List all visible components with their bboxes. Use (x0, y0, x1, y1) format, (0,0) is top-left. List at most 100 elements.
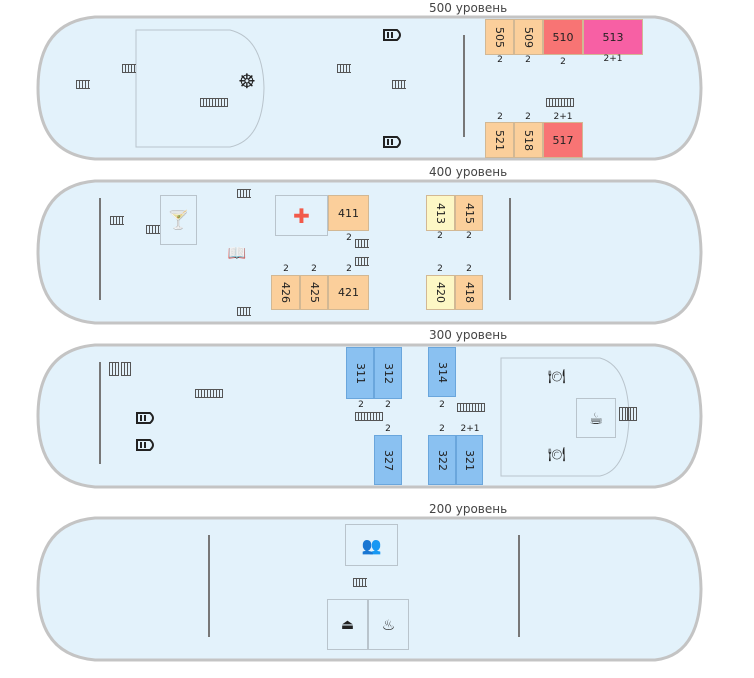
cabin-322[interactable]: 322 (428, 435, 456, 485)
cabin-capacity: 2 (560, 57, 566, 67)
cabin-capacity: 2 (525, 112, 531, 122)
cabin-number: 311 (353, 362, 367, 384)
cabin-capacity: 2 (385, 400, 391, 410)
cabin-capacity: 2 (439, 400, 445, 410)
cabin-capacity: 2+1 (460, 424, 480, 434)
cabin-capacity: 2+1 (553, 112, 573, 122)
stairs-icon (457, 403, 485, 412)
cabin-number: 327 (381, 449, 395, 471)
cabin-number: 321 (463, 449, 476, 471)
cabin-513[interactable]: 513 (583, 19, 643, 55)
bridge-room (135, 29, 265, 148)
sauna-icon: ♨ (381, 615, 396, 634)
cabin-521[interactable]: 521 (485, 122, 514, 158)
cabin-number: 312 (381, 362, 395, 384)
conference-icon: 👥 (361, 535, 382, 555)
restaurant-icon[interactable]: 🍽 (548, 369, 566, 385)
cabin-509[interactable]: 509 (514, 19, 543, 55)
cabin-420[interactable]: 420 (426, 275, 455, 310)
cabin-capacity: 2 (385, 424, 391, 434)
cabin-number: 517 (552, 133, 574, 147)
cabin-number: 415 (462, 202, 476, 224)
stairs-icon (200, 98, 228, 107)
cabin-capacity: 2 (283, 264, 289, 274)
deck-label-200: 200 уровень (429, 502, 508, 516)
stairs-icon (109, 362, 119, 376)
iron-icon: ⏏ (340, 616, 355, 633)
stairs-icon (237, 189, 251, 198)
cabin-number: 411 (338, 206, 359, 220)
stairs-icon (76, 80, 90, 89)
cabin-505[interactable]: 505 (485, 19, 514, 55)
bar-room[interactable]: 🍸 (160, 195, 197, 245)
laundry-room[interactable]: ⏏ (327, 599, 368, 650)
cabin-413[interactable]: 413 (426, 195, 455, 231)
cabin-capacity: 2 (525, 55, 531, 65)
deck-label-400: 400 уровень (429, 165, 508, 179)
deck-label-500: 500 уровень (429, 1, 508, 15)
cabin-425[interactable]: 425 (300, 275, 328, 310)
cabin-number: 421 (338, 286, 359, 299)
conference-room[interactable]: 👥 (345, 524, 398, 566)
stairs-icon (355, 257, 369, 266)
cabin-capacity: 2 (437, 264, 443, 274)
cabin-capacity: 2 (358, 400, 364, 410)
library-icon[interactable]: 📖 (227, 244, 247, 262)
cabin-number: 413 (434, 202, 447, 224)
stairs-icon (546, 98, 574, 107)
sauna-room[interactable]: ♨ (368, 599, 409, 650)
ship-wheel-icon[interactable]: ☸ (238, 69, 256, 93)
cabin-number: 322 (435, 449, 449, 471)
cabin-number: 420 (434, 282, 447, 303)
stairs-icon (627, 407, 637, 421)
cafe-room[interactable]: ☕ (576, 398, 616, 438)
stairs-icon (237, 307, 251, 316)
cabin-number: 521 (493, 129, 506, 151)
cabin-510[interactable]: 510 (543, 19, 583, 55)
cabin-517[interactable]: 517 (543, 122, 583, 158)
cabin-capacity: 2 (346, 264, 352, 274)
cabin-capacity: 2 (466, 231, 472, 241)
stairs-icon (392, 80, 406, 89)
cabin-number: 418 (462, 282, 476, 303)
cabin-capacity: 2 (439, 424, 445, 434)
cabin-number: 513 (602, 30, 624, 44)
cabin-capacity: 2+1 (603, 54, 623, 64)
stairs-icon (146, 225, 160, 234)
cabin-number: 509 (522, 26, 535, 48)
cocktail-icon: 🍸 (167, 209, 190, 231)
cabin-311[interactable]: 311 (346, 347, 374, 399)
stairs-icon (353, 578, 367, 587)
restaurant-icon[interactable]: 🍽 (548, 447, 566, 463)
deck-400-hull (36, 179, 703, 325)
stairs-icon (355, 239, 369, 248)
stairs-icon (337, 64, 351, 73)
cabin-415[interactable]: 415 (455, 195, 483, 231)
cabin-321[interactable]: 321 (456, 435, 483, 485)
stairs-icon (121, 362, 131, 376)
lifeboat-icon (382, 27, 404, 43)
cabin-421[interactable]: 421 (328, 275, 369, 310)
lifeboat-icon (135, 410, 157, 426)
cabin-411[interactable]: 411 (328, 195, 369, 231)
cafe-icon: ☕ (588, 408, 604, 428)
stairs-icon (355, 412, 383, 421)
cabin-327[interactable]: 327 (374, 435, 402, 485)
cabin-number: 314 (435, 361, 449, 383)
stairs-icon (195, 389, 223, 398)
cabin-418[interactable]: 418 (455, 275, 483, 310)
cabin-number: 425 (307, 282, 321, 303)
cabin-capacity: 2 (497, 55, 503, 65)
cabin-number: 505 (493, 26, 506, 48)
cabin-314[interactable]: 314 (428, 347, 456, 397)
cabin-518[interactable]: 518 (514, 122, 543, 158)
medical-cross-icon: ✚ (293, 203, 310, 228)
stairs-icon (619, 407, 629, 421)
medical-room[interactable]: ✚ (275, 195, 328, 236)
cabin-426[interactable]: 426 (271, 275, 300, 310)
cabin-capacity: 2 (437, 231, 443, 241)
cabin-capacity: 2 (466, 264, 472, 274)
cabin-312[interactable]: 312 (374, 347, 402, 399)
cabin-number: 518 (522, 129, 535, 151)
